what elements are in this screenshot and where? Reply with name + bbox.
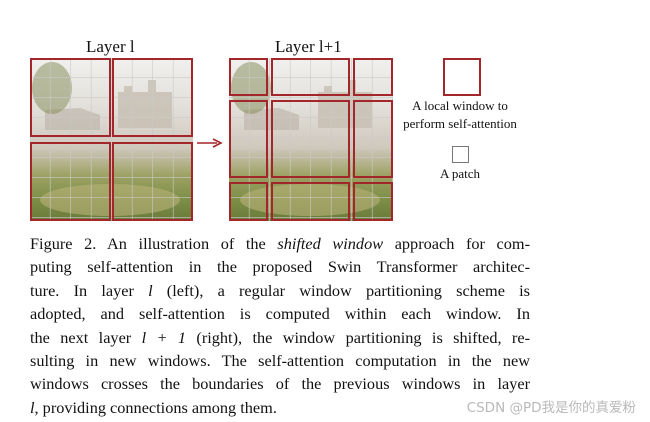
swin-window-figure <box>30 58 393 221</box>
caption-line-6: sulting in new windows. The self-attenti… <box>30 351 530 371</box>
layer-l-plus-1-title: Layer l+1 <box>275 37 342 56</box>
window-shifted-7 <box>229 182 268 221</box>
caption-line-4: adopted, and self-attention is computed … <box>30 304 530 324</box>
legend-window-swatch <box>443 58 481 96</box>
legend-window-label-1: A local window to <box>412 98 508 113</box>
window-shifted-1 <box>229 58 268 96</box>
window-shifted-4 <box>229 100 268 178</box>
window-shifted-5 <box>271 100 350 178</box>
legend-patch-label: A patch <box>439 166 481 181</box>
legend-patch-swatch <box>452 146 469 163</box>
legend-window-label-2: perform self-attention <box>403 116 517 131</box>
window-shifted-2 <box>271 58 350 96</box>
caption-line-5: the next layer l + 1 (right), the window… <box>30 327 530 347</box>
caption-line-8: l, providing connections among them. <box>30 397 277 417</box>
caption-emphasis: shifted window <box>277 234 384 253</box>
caption-line-1: Figure 2. An illustration of the shifted… <box>30 234 531 253</box>
window-shifted-3 <box>353 58 393 96</box>
window-shifted-9 <box>353 182 393 221</box>
layer-l-plus-1-image <box>229 58 393 221</box>
layer-l-image <box>30 58 193 221</box>
caption-line-7: windows crosses the boundaries of the pr… <box>30 374 530 394</box>
caption-line-3: ture. In layer l (left), a regular windo… <box>30 280 530 300</box>
window-l-bottom-right <box>112 142 193 221</box>
window-shifted-6 <box>353 100 393 178</box>
figure-caption: Figure 2. An illustration of the shifted… <box>30 232 530 419</box>
window-shifted-8 <box>271 182 350 221</box>
window-l-top-right <box>112 58 193 137</box>
window-l-top-left <box>30 58 111 137</box>
window-l-bottom-left <box>30 142 111 221</box>
layer-l-title: Layer l <box>86 37 135 56</box>
csdn-watermark: CSDN @PD我是你的真爱粉 <box>466 400 636 416</box>
arrow-right-icon <box>197 138 223 148</box>
caption-line-2: puting self-attention in the proposed Sw… <box>30 257 530 277</box>
